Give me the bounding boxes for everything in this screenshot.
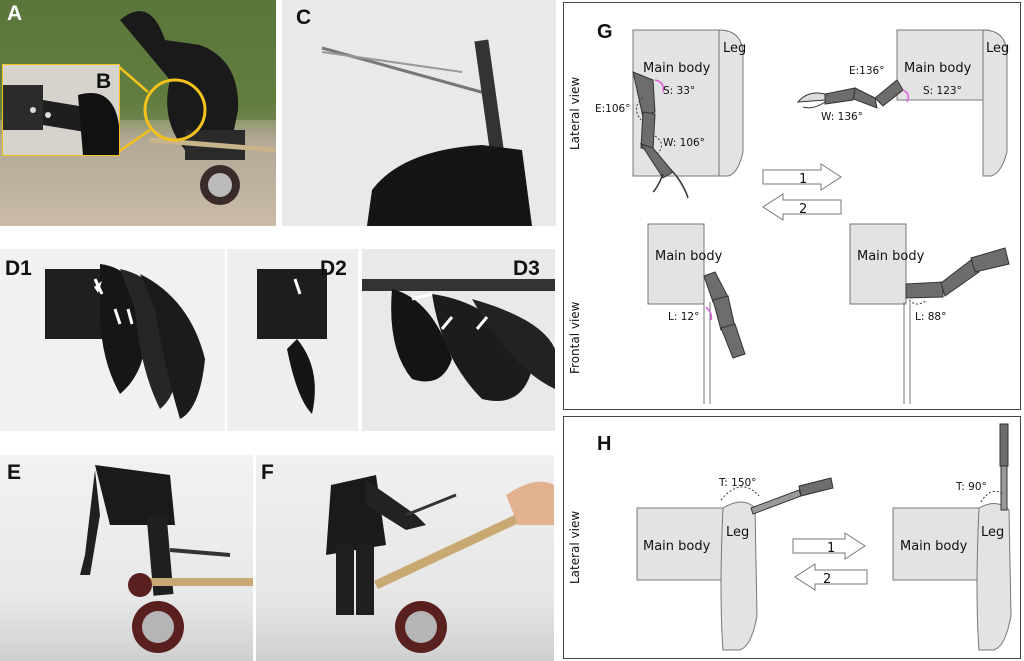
g-left-leg-label: Leg	[723, 41, 746, 56]
g-frontal-right-main-body	[849, 223, 907, 305]
h-lateral-view-label: Lateral view	[568, 511, 582, 584]
g-frontal-right-arm	[905, 247, 1010, 299]
h-right-main-body	[892, 507, 980, 581]
photo-d1-wing-layers	[0, 249, 225, 431]
g-lateral-view-label: Lateral view	[568, 77, 582, 150]
g-frontal-view-label: Frontal view	[568, 301, 582, 374]
h-left-main-body	[636, 507, 724, 581]
panel-label-d3: D3	[513, 257, 540, 280]
g-right-leg-label: Leg	[986, 41, 1009, 56]
g-arrow-2: 2	[762, 193, 842, 221]
panel-label-e: E	[7, 461, 22, 484]
photo-a-outdoor-robot	[0, 0, 276, 226]
g-right-angle-e: E:136°	[849, 65, 884, 77]
g-right-main-body	[896, 29, 988, 101]
h-arrow-2: 2	[794, 563, 868, 591]
g-frontal-right-main-label: Main body	[857, 249, 925, 264]
g-right-angle-w: W: 136°	[821, 111, 863, 123]
g-left-s-accent	[654, 79, 665, 93]
h-left-angle: T: 150°	[718, 477, 756, 489]
g-left-main-body-label: Main body	[643, 61, 711, 76]
h-right-main-body-label: Main body	[900, 539, 968, 554]
panel-label-f: F	[261, 461, 274, 484]
h-arrow-1: 1	[792, 532, 866, 560]
h-right-leg	[976, 503, 1012, 651]
panel-label-d1: D1	[5, 257, 32, 280]
g-frontal-right-angle: L: 88°	[915, 311, 946, 323]
panel-h-diagram: H Lateral view Main body Leg T: 150° 1 2…	[568, 423, 1012, 651]
g-right-leg	[982, 29, 1008, 177]
photo-f-robot-handled	[256, 455, 554, 661]
photo-c-gripper	[282, 0, 556, 226]
photo-e-robot-side	[0, 455, 253, 661]
h-right-angle: T: 90°	[955, 481, 987, 493]
g-arrow-1: 1	[762, 163, 842, 191]
svg-text:1: 1	[827, 541, 835, 556]
h-left-tail	[750, 477, 834, 515]
panel-label-h: H	[597, 433, 611, 455]
g-frontal-left-arm	[703, 271, 746, 359]
panel-label-b: B	[96, 70, 112, 93]
g-right-arm	[796, 79, 904, 109]
g-frontal-left-angle: L: 12°	[668, 311, 699, 323]
g-left-angle-e: E:106°	[595, 103, 630, 115]
photo-d3-wing-closeup	[362, 249, 555, 431]
panel-label-a: A	[7, 2, 23, 25]
h-right-tail	[999, 423, 1009, 511]
photo-d2-wing-folded	[227, 249, 358, 431]
g-left-angle-s: S: 33°	[663, 85, 695, 97]
g-left-angle-w: W: 106°	[663, 137, 705, 149]
svg-text:1: 1	[799, 172, 807, 187]
panel-label-g: G	[597, 21, 613, 43]
g-frontal-left-main-body	[647, 223, 705, 305]
g-right-s-accent	[902, 89, 910, 103]
g-left-leg	[718, 29, 744, 177]
g-right-main-body-label: Main body	[904, 61, 972, 76]
panel-label-c: C	[296, 6, 312, 29]
h-left-leg	[720, 501, 758, 651]
h-right-leg-label: Leg	[981, 525, 1004, 540]
photo-b-inset	[2, 64, 120, 156]
svg-text:2: 2	[799, 202, 807, 217]
panel-g-diagram: G Lateral view Frontal view Main body Le…	[568, 21, 1010, 404]
h-left-main-body-label: Main body	[643, 539, 711, 554]
g-right-angle-s: S: 123°	[923, 85, 962, 97]
photo-a-illustration	[0, 0, 276, 205]
h-left-leg-label: Leg	[726, 525, 749, 540]
panel-label-d2: D2	[320, 257, 347, 280]
svg-text:2: 2	[823, 572, 831, 587]
g-left-arm	[632, 71, 689, 199]
g-frontal-left-main-label: Main body	[655, 249, 723, 264]
